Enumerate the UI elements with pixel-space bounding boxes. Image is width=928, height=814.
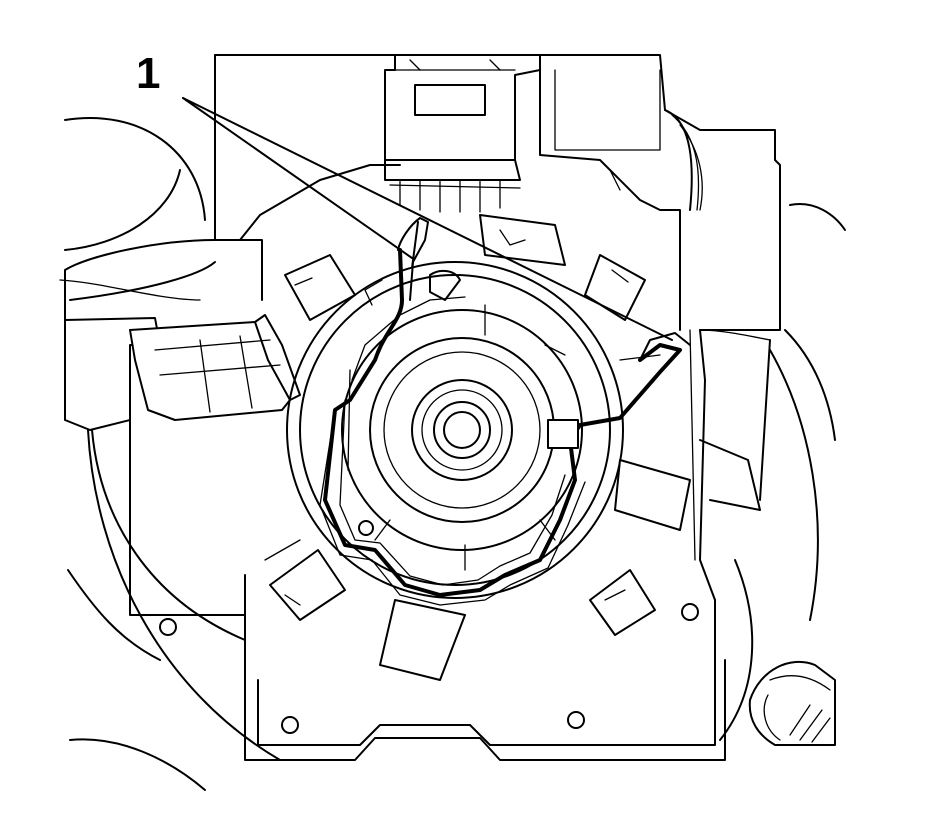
leader-line-right (182, 97, 673, 341)
leader-line-left (182, 97, 413, 259)
steering-wheel-outline (64, 117, 846, 791)
turn-signal-knob (748, 660, 836, 746)
left-harness (59, 239, 301, 431)
callout-1-label: 1 (136, 49, 161, 98)
clockspring-rotor (341, 269, 583, 571)
top-connector (384, 54, 541, 213)
callout-1-leaders (182, 97, 673, 341)
right-wiring (664, 109, 703, 211)
